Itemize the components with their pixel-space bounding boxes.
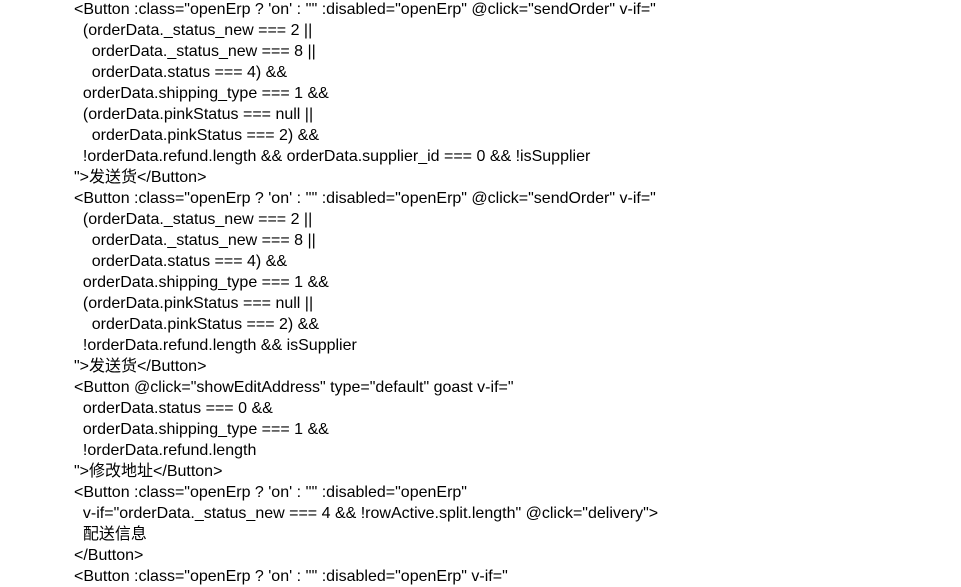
code-line: v-if="orderData._status_new === 4 && !ro… (74, 505, 659, 522)
code-line: orderData._status_new === 8 || (74, 232, 316, 249)
code-line: orderData.pinkStatus === 2) && (74, 127, 320, 144)
code-line: <Button :class="openErp ? 'on' : ''" :di… (74, 190, 656, 207)
code-line: orderData.status === 4) && (74, 64, 287, 81)
code-line: orderData._status_new === 8 || (74, 43, 316, 60)
code-snippet: <Button :class="openErp ? 'on' : ''" :di… (74, 0, 954, 587)
code-line: orderData.pinkStatus === 2) && (74, 316, 320, 333)
code-line: <Button :class="openErp ? 'on' : ''" :di… (74, 484, 467, 501)
code-line: <Button :class="openErp ? 'on' : ''" :di… (74, 568, 508, 585)
code-line: !orderData.refund.length (74, 442, 257, 459)
code-line: <Button :class="openErp ? 'on' : ''" :di… (74, 1, 656, 18)
code-line: <Button @click="showEditAddress" type="d… (74, 379, 514, 396)
code-line: !orderData.refund.length && orderData.su… (74, 148, 591, 165)
code-line: ">发送货</Button> (74, 169, 207, 186)
code-line: orderData.status === 4) && (74, 253, 287, 270)
code-line: (orderData.pinkStatus === null || (74, 295, 314, 312)
code-line: orderData.shipping_type === 1 && (74, 85, 329, 102)
code-line: !orderData.refund.length && isSupplier (74, 337, 357, 354)
code-line: orderData.shipping_type === 1 && (74, 421, 329, 438)
code-line: 配送信息 (74, 526, 147, 543)
code-line: orderData.shipping_type === 1 && (74, 274, 329, 291)
code-line: ">修改地址</Button> (74, 463, 223, 480)
code-line: orderData.status === 0 && (74, 400, 273, 417)
code-line: (orderData.pinkStatus === null || (74, 106, 314, 123)
code-line: </Button> (74, 547, 144, 564)
code-line: ">发送货</Button> (74, 358, 207, 375)
code-line: (orderData._status_new === 2 || (74, 211, 313, 228)
code-line: (orderData._status_new === 2 || (74, 22, 313, 39)
